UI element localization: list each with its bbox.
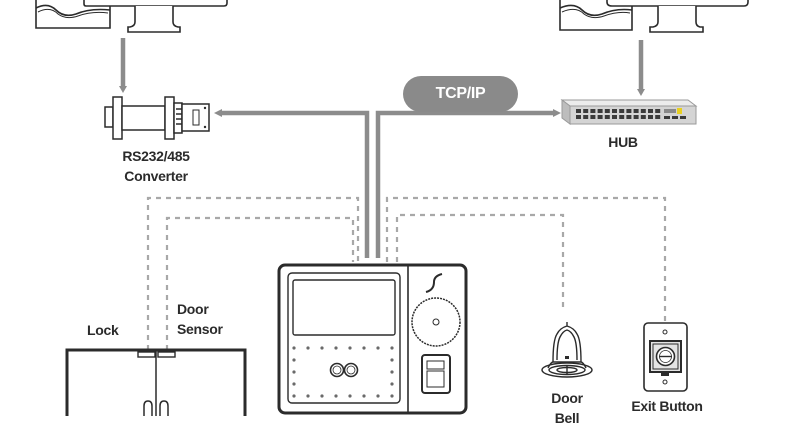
hub-port [619,109,625,113]
terminal-keypad-dot [292,346,296,350]
exit-button-label: Exit Button [631,398,703,414]
hub-port [597,115,603,119]
monitor-neck-left [127,6,181,33]
hub-port [655,115,661,119]
terminal-keypad-dot [390,358,394,362]
terminal-keypad-dot [320,346,324,350]
terminal-keypad-dot [292,358,296,362]
terminal-card-reader [411,297,461,347]
door-bell-label-line-2: Bell [554,410,580,426]
door-handle-left [143,400,153,416]
terminal-keypad-dot [362,346,366,350]
hub-port [597,109,603,113]
converter-label: RS232/485 Converter [100,146,212,186]
hub-port [576,115,581,119]
terminal-fingerprint-sensor [421,354,451,394]
hub-port [583,115,589,119]
door-bell-label: Door Bell [537,388,597,428]
terminal-keypad-dot [390,382,394,386]
door-bell-icon [541,322,593,378]
terminal-keypad-dot [292,394,296,398]
hub-label: HUB [608,134,638,150]
hub-port [583,109,589,113]
door-sensor-label: Door Sensor [177,299,223,339]
hub-icon [560,99,698,125]
terminal-keypad-dot [390,346,394,350]
wiring-diagram [35,0,749,416]
door-sensor-label-line-2: Sensor [177,321,223,337]
cable-terminal-to-converter [220,110,370,258]
mouse-curve-left [35,4,111,17]
computer-left [35,0,228,33]
hub-port [626,115,632,119]
exit-button-icon [643,322,688,392]
terminal-logo-icon [425,273,443,293]
tcp-ip-label: TCP/IP [403,76,518,112]
hub-port [633,109,639,113]
door-icon [65,348,247,416]
hub-port [633,115,639,119]
terminal-icon [277,263,468,415]
wire-door-bell [395,213,565,308]
lock-plate [137,351,156,358]
hub-port [655,109,661,113]
hub-port [590,115,596,119]
terminal-keypad-dot [348,394,352,398]
terminal-button-left [329,362,345,378]
door-sensor-label-line-1: Door [177,301,209,317]
hub-port [648,109,653,113]
computer-right [559,0,749,33]
terminal-keypad-dot [362,394,366,398]
terminal-keypad-dot [334,346,338,350]
control-wires [146,196,667,350]
converter-label-line-2: Converter [124,168,188,184]
terminal-keypad-dot [306,394,310,398]
hub-port [640,109,646,113]
hub-port [590,109,596,113]
hub-port [640,115,646,119]
converter-label-line-1: RS232/485 [122,148,190,164]
wire-door-sensor [165,216,355,350]
hub-port [626,109,632,113]
terminal-keypad-dot [376,346,380,350]
wire-lock [146,196,360,350]
lock-label: Lock [87,322,119,338]
terminal-keypad-panel [287,272,401,404]
door-handle-right [159,400,169,416]
wire-exit-button [385,196,667,322]
hub-port [604,115,610,119]
converter-icon [104,96,210,140]
terminal-keypad-dot [292,382,296,386]
terminal-keypad-dot [390,394,394,398]
terminal-keypad-dot [376,394,380,398]
keyboard-stand-left [35,0,111,29]
hub-port [612,109,617,113]
terminal-keypad-dot [334,394,338,398]
terminal-body [277,263,468,415]
door-bell-label-line-1: Door [551,390,583,406]
network-cables [119,38,645,258]
hub-port [648,115,653,119]
terminal-keypad-dot [348,346,352,350]
hub-port [612,115,617,119]
cable-terminal-to-hub [375,110,555,258]
terminal-keypad-dot [306,346,310,350]
monitor-bottom-left [83,0,228,7]
hub-port [619,115,625,119]
monitor-neck-right [649,6,704,33]
door-sensor-plate [157,351,176,358]
hub-port [576,109,581,113]
mouse-curve-right [559,4,633,17]
terminal-keypad-dot [292,370,296,374]
terminal-button-right [343,362,359,378]
monitor-bottom-right [606,0,749,7]
terminal-screen [292,279,396,336]
terminal-keypad-dot [390,370,394,374]
hub-port [604,109,610,113]
terminal-keypad-dot [320,394,324,398]
